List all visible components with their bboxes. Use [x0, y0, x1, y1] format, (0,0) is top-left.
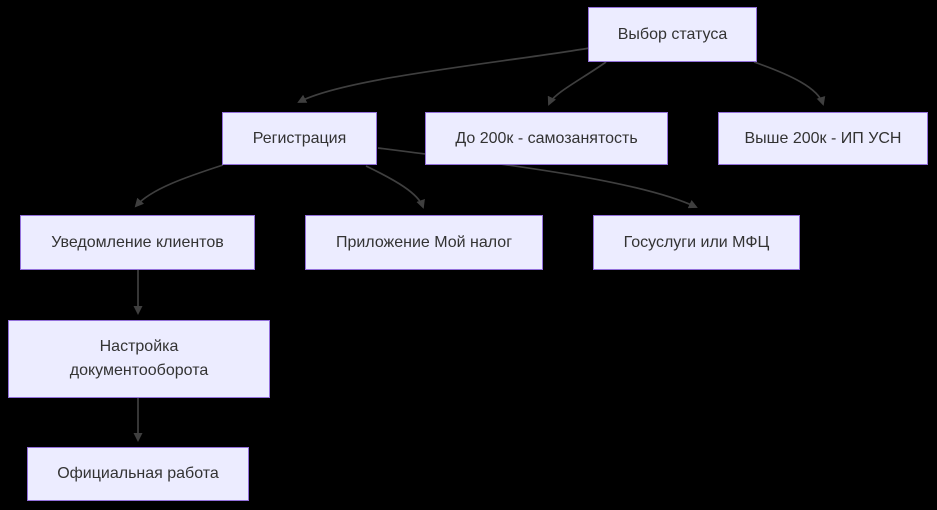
node-my-tax-app: Приложение Мой налог	[305, 215, 543, 270]
node-under-200k-self-employment: До 200к - самозанятость	[425, 112, 668, 165]
node-registration: Регистрация	[222, 112, 377, 165]
edge-status-choice-to-under-200k-self-employment	[547, 61, 607, 106]
edge-registration-to-my-tax-app	[365, 165, 425, 209]
node-over-200k-ip-usn: Выше 200к - ИП УСН	[718, 112, 928, 165]
node-status-choice: Выбор статуса	[588, 7, 757, 62]
edge-status-choice-to-registration	[297, 47, 591, 103]
edge-registration-to-client-notification	[134, 164, 224, 208]
node-client-notification: Уведомление клиентов	[20, 215, 255, 270]
node-official-work: Официальная работа	[27, 447, 249, 501]
node-gosuslugi-or-mfc: Госуслуги или МФЦ	[593, 215, 800, 270]
edge-status-choice-to-over-200k-ip-usn	[753, 61, 826, 106]
node-document-flow-setup: Настройка документооборота	[8, 320, 270, 398]
